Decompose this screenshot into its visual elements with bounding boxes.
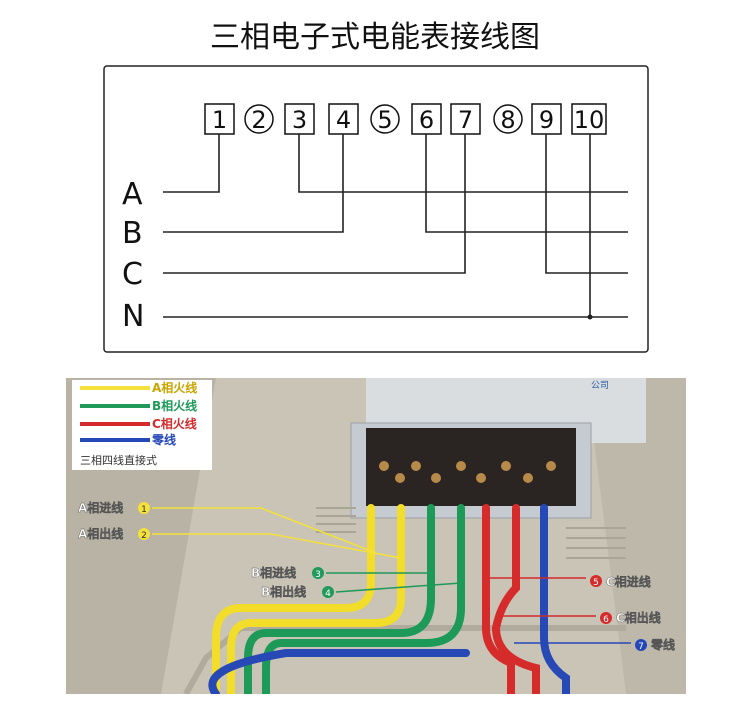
terminal-7: 7: [450, 103, 481, 135]
callout-a-out: A相出线 2: [78, 526, 402, 559]
legend-item-label: B相火线: [152, 398, 197, 413]
phase-label-a: A: [122, 177, 143, 212]
callout-c-in: 5 C相进线: [486, 574, 651, 589]
terminal-label: 2: [251, 106, 266, 134]
terminal-8: 8: [493, 104, 523, 134]
callout-a-in: A相进线 1: [78, 500, 377, 554]
terminal-1: 1: [204, 103, 235, 135]
terminal-10: 10: [571, 103, 607, 135]
legend-item-label: A相火线: [152, 380, 197, 395]
callout-label: C相出线: [616, 610, 661, 625]
wire-c-out: [545, 134, 628, 274]
wire-a-out: [298, 134, 628, 193]
callout-label: 零线: [650, 637, 675, 652]
terminal-6: 6: [411, 103, 442, 135]
legend-item-label: 零线: [151, 432, 176, 447]
legend-item-label: C相火线: [152, 416, 197, 431]
legend-caption: 三相四线直接式: [80, 453, 157, 467]
page-title: 三相电子式电能表接线图: [210, 20, 540, 55]
phase-label-c: C: [122, 257, 143, 292]
junction-dot: [587, 314, 593, 320]
terminal-label: 3: [292, 106, 307, 134]
schematic-frame: [103, 65, 649, 353]
terminal-label: 10: [574, 106, 605, 134]
phase-label-n: N: [122, 299, 144, 334]
callout-neutral: 7 零线: [514, 637, 675, 652]
callout-label: B相进线: [251, 565, 296, 580]
svg-text:2: 2: [141, 531, 147, 541]
callout-b-out: B相出线 4: [261, 582, 462, 599]
svg-text:5: 5: [593, 578, 599, 588]
terminal-9: 9: [531, 103, 562, 135]
svg-text:3: 3: [315, 570, 321, 580]
terminal-label: 5: [377, 106, 392, 134]
terminal-5: 5: [370, 104, 400, 134]
callout-label: A相进线: [78, 500, 123, 515]
wire-a-in: [163, 134, 220, 193]
callout-label: A相出线: [78, 526, 123, 541]
brand-text: 公司: [591, 380, 609, 391]
phase-label-b: B: [122, 216, 143, 251]
terminal-label: 6: [419, 106, 434, 134]
wiring-schematic: 1 2 3 4 5 6 7 8 9 10 A B C N: [103, 65, 649, 353]
svg-text:4: 4: [325, 589, 331, 599]
terminal-label: 1: [212, 106, 227, 134]
svg-text:6: 6: [603, 615, 609, 625]
terminal-3: 3: [284, 103, 315, 135]
terminal-label: 9: [539, 106, 554, 134]
callout-b-in: B相进线 3: [251, 565, 431, 580]
terminal-label: 7: [458, 106, 473, 134]
terminal-2: 2: [244, 104, 274, 134]
svg-text:1: 1: [141, 505, 147, 515]
callout-label: C相进线: [606, 574, 651, 589]
meter-photo: 公司: [66, 378, 686, 694]
callout-label: B相出线: [261, 584, 306, 599]
legend: A相火线 B相火线 C相火线 零线 三相四线直接式: [80, 380, 197, 467]
terminal-label: 8: [500, 106, 515, 134]
wire-b-out: [425, 134, 628, 233]
callout-c-out: 6 C相出线: [498, 610, 661, 625]
terminal-4: 4: [328, 103, 359, 135]
svg-text:7: 7: [638, 642, 644, 652]
terminal-label: 4: [336, 106, 351, 134]
meter-photo-illustration: 公司: [66, 378, 686, 694]
wire-b-in: [163, 134, 344, 233]
wire-c-in: [163, 134, 466, 274]
